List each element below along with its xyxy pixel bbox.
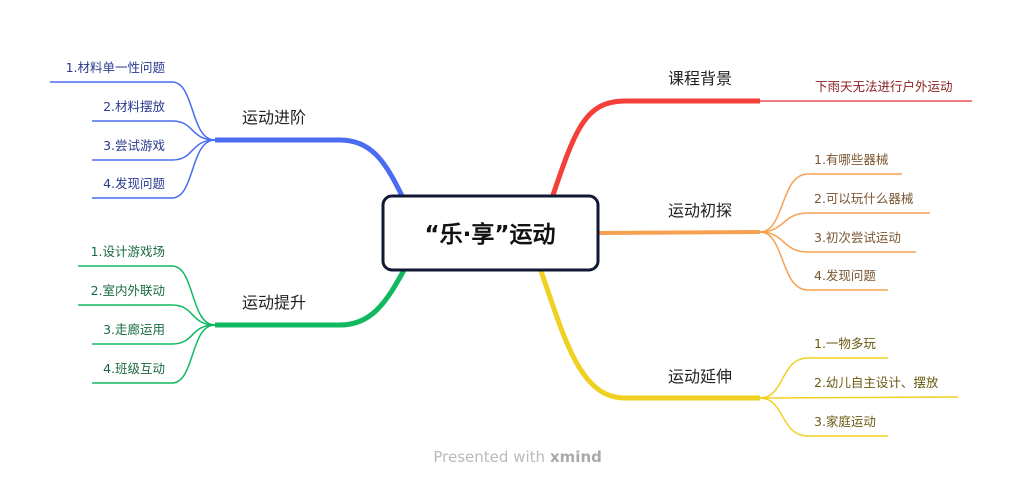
subtopic[interactable]: 2.可以玩什么器械 xyxy=(814,191,914,206)
branch-line-improve xyxy=(215,268,407,328)
subtopic[interactable]: 1.设计游戏场 xyxy=(91,244,165,259)
xmind-logo: xmind xyxy=(550,448,602,466)
topic-extend[interactable]: 运动延伸 xyxy=(668,367,732,386)
subtopic[interactable]: 4.发现问题 xyxy=(814,268,876,283)
extend-child-lines xyxy=(759,357,959,437)
subtopic[interactable]: 4.发现问题 xyxy=(103,176,165,191)
central-topic[interactable]: “乐·享”运动 xyxy=(425,221,556,248)
subtopic[interactable]: 2.室内外联动 xyxy=(91,283,165,298)
subtopic[interactable]: 2.幼儿自主设计、摆放 xyxy=(814,375,939,390)
subtopic[interactable]: 1.材料单一性问题 xyxy=(66,60,166,75)
subtopic[interactable]: 2.材料摆放 xyxy=(103,99,165,114)
topic-improve[interactable]: 运动提升 xyxy=(242,293,306,312)
topic-advance[interactable]: 运动进阶 xyxy=(242,108,306,127)
subtopic[interactable]: 3.家庭运动 xyxy=(814,414,876,429)
topic-explore[interactable]: 运动初探 xyxy=(668,201,732,220)
branch-line-explore xyxy=(597,230,761,235)
subtopic[interactable]: 下雨天无法进行户外运动 xyxy=(815,79,953,94)
improve-child-lines xyxy=(78,265,216,384)
branch-line-extend xyxy=(537,267,760,401)
advance-child-lines xyxy=(50,81,216,199)
branch-line-background xyxy=(549,98,760,199)
explore-child-lines xyxy=(759,173,930,291)
subtopic[interactable]: 1.有哪些器械 xyxy=(814,152,889,167)
subtopic[interactable]: 3.走廊运用 xyxy=(103,322,165,337)
subtopic[interactable]: 3.初次尝试运动 xyxy=(814,230,901,245)
subtopic[interactable]: 3.尝试游戏 xyxy=(103,138,165,153)
central-topic-box[interactable] xyxy=(381,194,600,272)
topic-background[interactable]: 课程背景 xyxy=(668,69,732,88)
branch-line-advance xyxy=(215,137,405,198)
subtopic[interactable]: 1.一物多玩 xyxy=(814,336,876,351)
footer-text: Presented with xyxy=(433,448,545,466)
subtopic[interactable]: 4.班级互动 xyxy=(103,361,165,376)
